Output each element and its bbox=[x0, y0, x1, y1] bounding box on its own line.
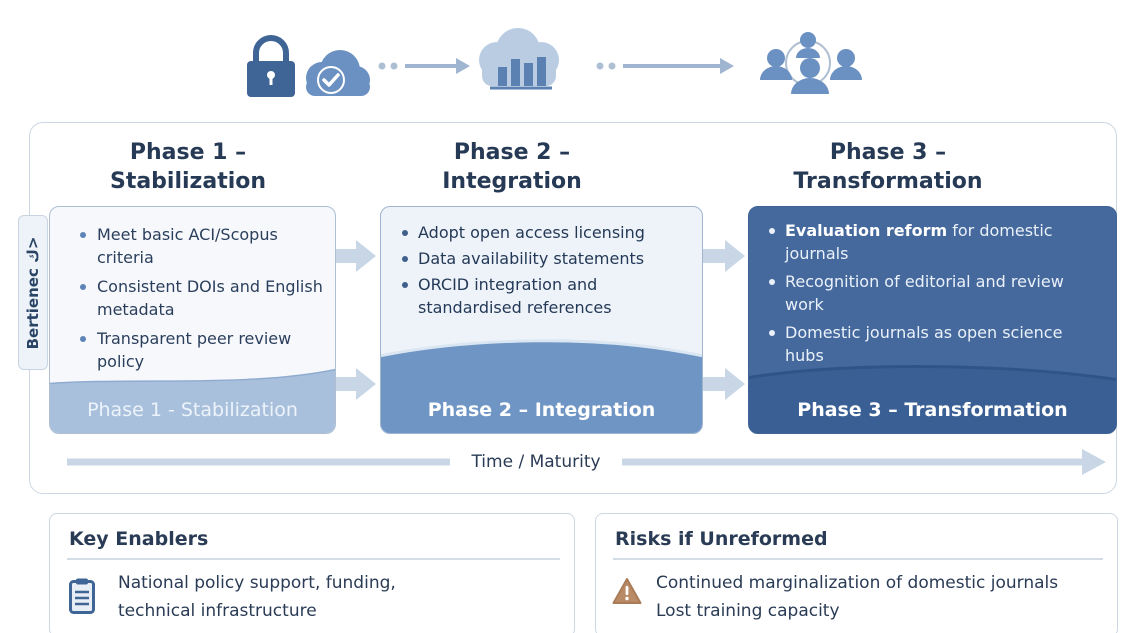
phase-1-title-line2: Stabilization bbox=[109, 169, 267, 194]
phase-2-wave bbox=[381, 339, 702, 433]
phase-3-card: Evaluation reform for domestic journals … bbox=[748, 206, 1117, 434]
flow-arrow-1 bbox=[378, 58, 470, 74]
phase-1-card: Meet basic ACI/Scopus criteria Consisten… bbox=[49, 206, 336, 434]
time-axis-label: Time / Maturity bbox=[450, 452, 622, 472]
phase-3-footer: Phase 3 – Transformation bbox=[797, 399, 1068, 421]
risks-text: Continued marginalization of domestic jo… bbox=[656, 569, 1058, 625]
list-item: Evaluation reform for domestic journals bbox=[749, 219, 1116, 265]
phase-2-title-line2: Integration bbox=[442, 169, 582, 194]
phase-3-wave bbox=[749, 365, 1116, 433]
top-icon-row bbox=[247, 28, 862, 97]
key-enablers-panel: Key Enablers National policy support, fu… bbox=[49, 513, 575, 633]
list-item: ORCID integration and standardised refer… bbox=[381, 273, 702, 319]
phase-2-bullets: Adopt open access licensing Data availab… bbox=[381, 221, 702, 322]
phase-2-title-line1: Phase 2 – bbox=[453, 140, 571, 165]
clipboard-icon bbox=[69, 578, 95, 614]
key-enablers-text: National policy support, funding, techni… bbox=[118, 569, 396, 625]
phase-3-title-line2: Transformation bbox=[793, 169, 983, 194]
list-item: Adopt open access licensing bbox=[381, 221, 702, 244]
phase-2-title: Phase 2 – Integration bbox=[362, 138, 662, 196]
list-item: Domestic journals as open science hubs bbox=[749, 321, 1116, 367]
list-item: Transparent peer review policy bbox=[50, 327, 335, 373]
divider bbox=[613, 558, 1103, 560]
side-tab-label: Bertienec ك> bbox=[24, 236, 42, 349]
side-tab[interactable]: Bertienec ك> bbox=[18, 215, 48, 370]
risks-line1: Continued marginalization of domestic jo… bbox=[656, 573, 1059, 593]
phase-3-title: Phase 3 – Transformation bbox=[738, 138, 1038, 196]
phase-3-title-line1: Phase 3 – bbox=[829, 140, 947, 165]
list-item: Recognition of editorial and review work bbox=[749, 270, 1116, 316]
phase-1-wave bbox=[50, 368, 335, 433]
cloud-check-icon bbox=[306, 50, 370, 96]
lock-icon bbox=[247, 35, 295, 97]
divider bbox=[67, 558, 560, 560]
phase-1-footer: Phase 1 - Stabilization bbox=[87, 399, 298, 421]
key-enablers-title: Key Enablers bbox=[69, 528, 209, 550]
warning-icon bbox=[612, 578, 642, 604]
list-item: Meet basic ACI/Scopus criteria bbox=[50, 223, 335, 269]
phase-3-bullets: Evaluation reform for domestic journals … bbox=[749, 219, 1116, 372]
list-item: Consistent DOIs and English metadata bbox=[50, 275, 335, 321]
list-item: Data availability statements bbox=[381, 247, 702, 270]
cloud-chart-icon bbox=[479, 28, 559, 90]
phase-1-bullets: Meet basic ACI/Scopus criteria Consisten… bbox=[50, 223, 335, 379]
risks-panel: Risks if Unreformed Continued marginaliz… bbox=[595, 513, 1118, 633]
risks-line2: Lost training capacity bbox=[656, 601, 840, 621]
phase-1-title: Phase 1 – Stabilization bbox=[38, 138, 338, 196]
key-enablers-line1: National policy support, funding, bbox=[118, 573, 396, 593]
people-network-icon bbox=[760, 32, 862, 94]
key-enablers-line2: technical infrastructure bbox=[118, 601, 317, 621]
flow-arrow-2 bbox=[596, 58, 734, 74]
phase-1-title-line1: Phase 1 – bbox=[129, 140, 247, 165]
phase-2-footer: Phase 2 – Integration bbox=[427, 399, 656, 421]
bullet-rest-text: for domestic journals bbox=[785, 221, 1053, 263]
phase-2-card: Adopt open access licensing Data availab… bbox=[380, 206, 703, 434]
bullet-bold-text: Evaluation reform bbox=[785, 221, 948, 240]
risks-title: Risks if Unreformed bbox=[615, 528, 828, 550]
